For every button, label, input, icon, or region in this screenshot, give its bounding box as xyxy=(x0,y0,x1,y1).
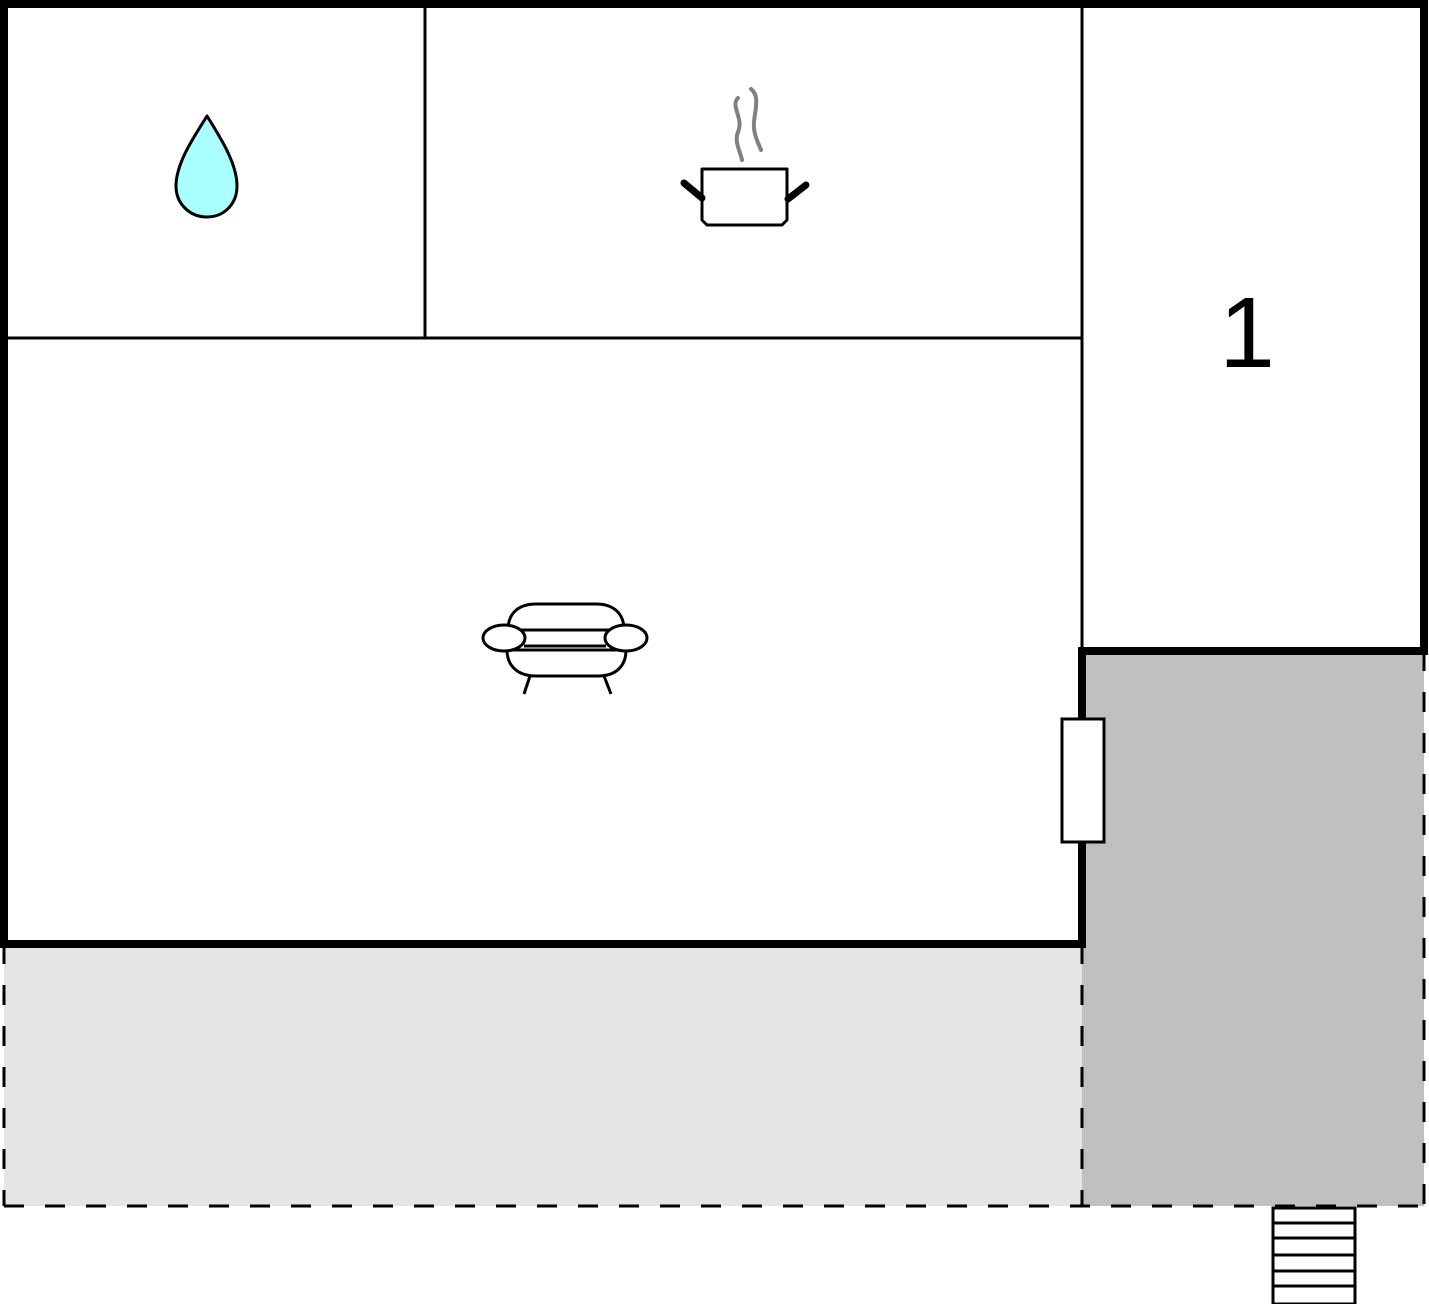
terrace-front xyxy=(4,944,1082,1206)
door-icon xyxy=(1060,717,1106,844)
cooking-pot-icon xyxy=(680,87,810,227)
interior-walls xyxy=(4,4,1084,651)
terrace-covered xyxy=(1082,651,1424,1206)
terrace-dashed-outline xyxy=(2,651,1426,1208)
sofa-icon xyxy=(481,602,649,695)
bedroom-number-label: 1 xyxy=(1219,277,1275,389)
stairs-icon xyxy=(1271,1206,1357,1304)
water-drop-icon xyxy=(174,114,239,219)
outer-walls xyxy=(0,0,1428,948)
